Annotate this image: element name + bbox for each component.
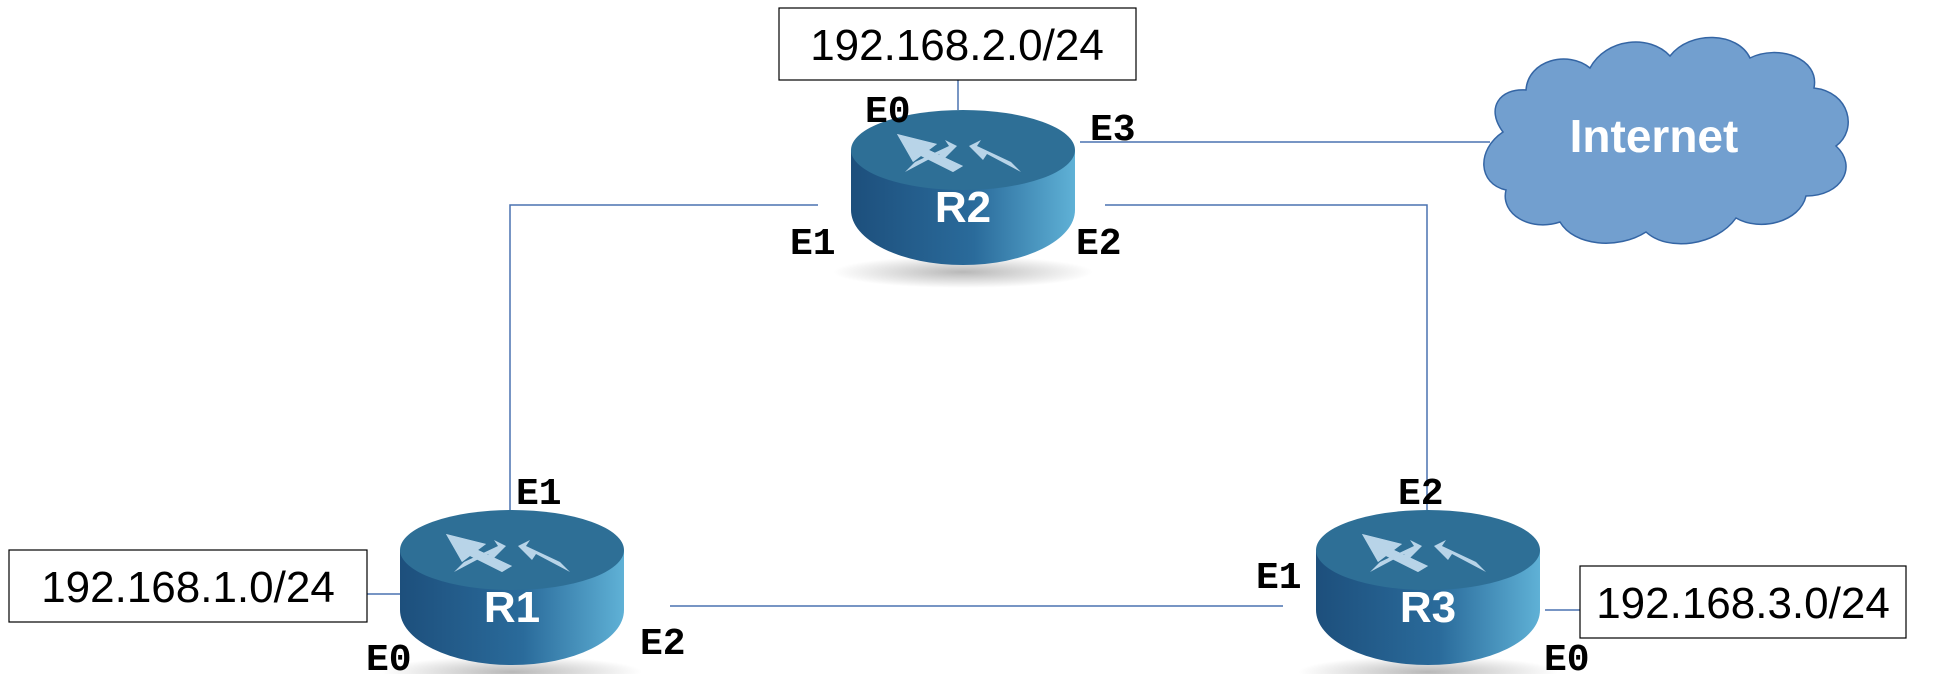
link-r2-r3 — [1105, 204, 1428, 510]
router-label-r1: R1 — [484, 583, 540, 632]
port-label-r2-e1: E1 — [790, 223, 836, 266]
network-box-net2: 192.168.2.0/24 — [778, 7, 1137, 81]
port-label-r2-e2: E2 — [1076, 223, 1122, 266]
port-label-r3-e2: E2 — [1398, 473, 1444, 516]
network-label-net3: 192.168.3.0/24 — [1596, 579, 1890, 628]
internet-label: Internet — [1570, 110, 1739, 162]
port-label-r3-e1: E1 — [1256, 557, 1302, 600]
network-box-net3: 192.168.3.0/24 — [1579, 565, 1907, 639]
port-label-r1-e0: E0 — [366, 639, 412, 674]
router-label-r2: R2 — [935, 183, 991, 232]
router-arrows-icon — [1362, 534, 1486, 572]
internet-cloud-icon: Internet — [1483, 36, 1849, 245]
router-arrows-icon — [446, 534, 570, 572]
port-label-r1-e1: E1 — [516, 473, 562, 516]
router-arrows-icon — [897, 134, 1021, 172]
port-label-r2-e0: E0 — [865, 91, 911, 134]
port-label-r3-e0: E0 — [1544, 639, 1590, 674]
port-label-r2-e3: E3 — [1090, 109, 1136, 152]
network-box-net1: 192.168.1.0/24 — [8, 549, 368, 623]
router-r3[interactable]: R3 — [1298, 510, 1558, 674]
network-label-net2: 192.168.2.0/24 — [810, 21, 1104, 70]
link-r2-r1 — [509, 204, 818, 510]
router-r1[interactable]: R1 — [382, 510, 642, 674]
network-label-net1: 192.168.1.0/24 — [41, 563, 335, 612]
router-label-r3: R3 — [1400, 583, 1456, 632]
port-label-r1-e2: E2 — [640, 623, 686, 666]
router-r2[interactable]: R2 — [833, 110, 1093, 288]
